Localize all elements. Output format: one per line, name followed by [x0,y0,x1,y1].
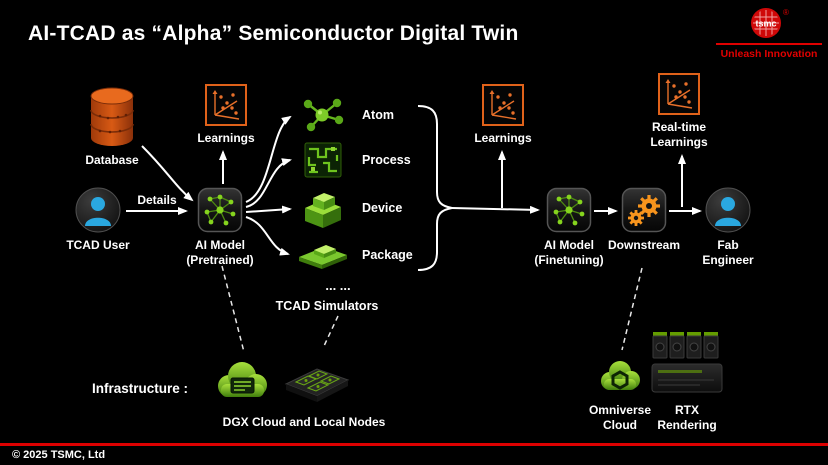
details-label: Details [137,193,177,207]
fab-engineer-label: Fab Engineer [702,238,754,267]
page-title: AI-TCAD as “Alpha” Semiconductor Digital… [28,22,519,45]
learnings-left-node: Learnings [184,84,268,146]
tsmc-brand-text: tsmc [756,19,777,29]
dash-downstream-to-omniverse [621,267,643,351]
sim-package-row: Package [296,236,413,274]
dgx-label: DGX Cloud and Local Nodes [222,415,386,429]
realtime-learnings-label: Real-time Learnings [650,120,708,149]
tcad-user-label: TCAD User [66,238,130,252]
ai-model-icon [197,187,243,233]
cloud-server-icon [218,362,267,397]
learnings-mid-node: Learnings [461,84,545,146]
omniverse-cloud-icon [601,361,640,390]
tcad-user-node: TCAD User [56,187,140,253]
atom-label: Atom [362,108,394,122]
rtx-hardware-icon [651,332,723,393]
user-icon [705,187,751,233]
omniverse-cloud-node: Omniverse Cloud [582,354,658,433]
dash-sim-to-gpu [323,315,339,347]
dgx-cloud-node [210,356,274,406]
downstream-label: Downstream [607,238,681,252]
ai-pretrained-label: AI Model (Pretrained) [186,238,254,267]
package-label: Package [362,248,413,262]
learnings-icon [658,73,700,115]
ai-finetuning-node: AI Model (Finetuning) [524,187,614,268]
database-label: Database [85,153,139,167]
sim-device-row: Device [296,186,402,230]
process-label: Process [362,153,411,167]
logo-divider [716,43,822,45]
learnings-mid-label: Learnings [474,131,532,145]
package-icon [299,245,347,269]
registered-mark: ® [783,8,789,17]
user-icon [75,187,121,233]
downstream-node: Downstream [600,187,688,253]
simulators-ellipsis: ... ... [325,278,351,293]
omniverse-label: Omniverse Cloud [588,403,652,432]
learnings-icon [482,84,524,126]
gpu-board-node [282,350,352,408]
device-icon [305,193,341,228]
ai-pretrained-node: AI Model (Pretrained) [176,187,264,268]
ai-finetuning-label: AI Model (Finetuning) [534,238,604,267]
learnings-icon [205,84,247,126]
infrastructure-label: Infrastructure : [92,381,189,396]
logo-tagline: Unleash Innovation [720,48,818,60]
atom-icon [303,98,344,132]
database-icon [90,87,134,146]
bracket [417,105,453,271]
rtx-label: RTX Rendering [657,403,717,432]
footer-red-line [0,443,828,446]
sim-atom-row: Atom [296,96,394,134]
copyright-text: © 2025 TSMC, Ltd [12,449,106,461]
database-node: Database [70,86,154,168]
tsmc-logo: tsmc ® Unleash Innovation [716,6,822,60]
tsmc-wafer-icon: tsmc [751,8,782,38]
device-label: Device [362,201,403,215]
learnings-left-label: Learnings [197,131,255,145]
dash-ai-to-cloud [221,265,245,353]
fab-engineer-node: Fab Engineer [686,187,770,268]
gears-icon [621,187,667,233]
sim-process-row: Process [296,141,411,179]
gpu-board-icon [284,368,350,402]
realtime-learnings-node: Real-time Learnings [637,73,721,150]
tcad-simulators-title: TCAD Simulators [275,299,379,313]
ai-model-icon [546,187,592,233]
process-icon [304,142,342,178]
rtx-rendering-node: RTX Rendering [648,328,726,433]
